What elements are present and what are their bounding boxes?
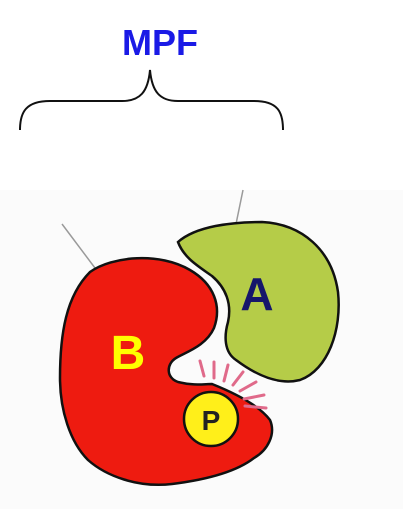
interaction-line	[231, 370, 245, 387]
subunit-a-shape	[176, 220, 340, 383]
subunit-b-label: B	[111, 327, 146, 380]
interaction-line	[243, 404, 268, 410]
interaction-line	[238, 380, 258, 393]
curly-brace	[19, 69, 284, 131]
leader-line-a	[235, 189, 244, 225]
phosphate-circle	[182, 390, 240, 448]
mpf-label: MPF	[122, 22, 198, 63]
interaction-line	[242, 393, 266, 401]
subunit-a-label: A	[240, 268, 273, 320]
interaction-line	[222, 363, 230, 383]
leader-line-b	[61, 223, 99, 273]
phosphate-label: P	[202, 405, 221, 436]
interaction-lines	[198, 359, 268, 410]
interaction-line	[198, 359, 206, 378]
